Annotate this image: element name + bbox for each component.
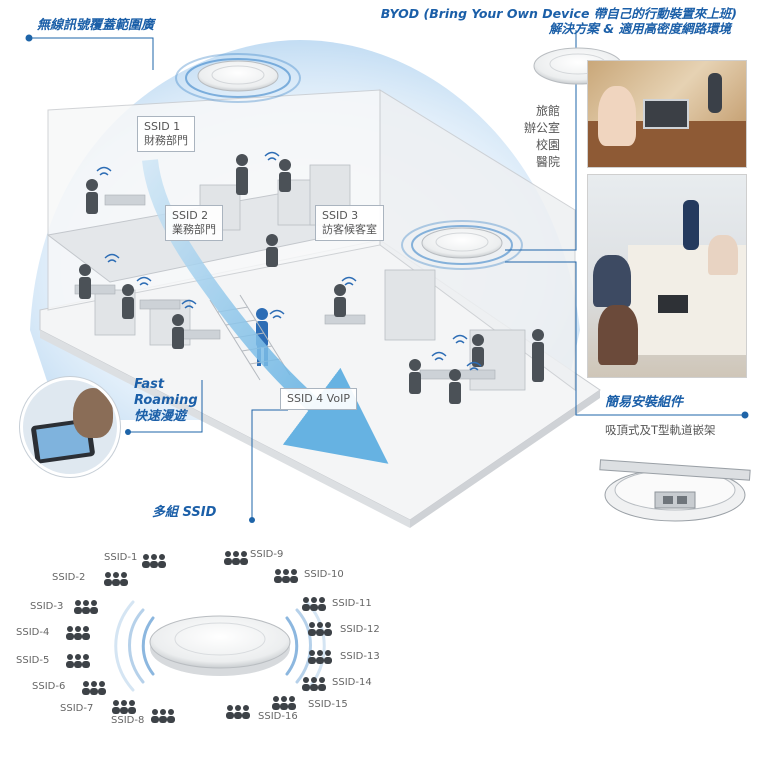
byod-title: BYOD (Bring Your Own Device 帶自己的行動裝置來上班) xyxy=(380,6,737,21)
roaming-line3: 快速漫遊 xyxy=(134,409,187,424)
user-group-icon xyxy=(270,695,298,715)
floor-edge-left xyxy=(40,330,410,528)
installation-title: 簡易安裝組件 xyxy=(605,395,684,410)
ssid-item-label: SSID-6 xyxy=(32,681,66,692)
leader-dots xyxy=(25,34,749,523)
ssid2-dept: 業務部門 xyxy=(172,223,216,236)
user-group-icon xyxy=(149,708,177,728)
person-icon xyxy=(73,388,113,438)
ssid3-label: SSID 3 訪客候客室 xyxy=(315,205,384,241)
roaming-photo xyxy=(20,377,120,477)
roaming-line2: Roaming xyxy=(134,393,198,408)
multi-ssid-title: 多組 SSID xyxy=(152,505,217,520)
place-campus: 校園 xyxy=(535,138,560,152)
attendee-figure-2 xyxy=(598,305,638,365)
meeting-photo xyxy=(587,174,747,378)
user-group-icon xyxy=(80,680,108,700)
ssid3-name: SSID 3 xyxy=(322,209,359,222)
coverage-title: 無線訊號覆蓋範圍廣 xyxy=(37,18,155,33)
roaming-line1: Fast xyxy=(134,377,165,392)
user-group-icon xyxy=(110,699,138,719)
ssid-item-label: SSID-1 xyxy=(104,552,138,563)
user-group-icon xyxy=(224,704,252,724)
tablet-on-table-icon xyxy=(658,295,688,313)
places-list: 旅館 辦公室 校園 醫院 xyxy=(520,103,560,171)
classroom-photo xyxy=(587,60,747,168)
ssid-item-label: SSID-4 xyxy=(16,627,50,638)
ssid1-label: SSID 1 財務部門 xyxy=(137,116,195,152)
place-office: 辦公室 xyxy=(523,121,560,135)
ssid-item-label: SSID-10 xyxy=(304,569,344,580)
ssid-item-label: SSID-7 xyxy=(60,703,94,714)
presenter-figure xyxy=(683,200,699,250)
user-group-icon xyxy=(306,621,334,641)
student-figure xyxy=(598,86,636,146)
ssid-item-label: SSID-5 xyxy=(16,655,50,666)
attendee-figure-1 xyxy=(593,255,631,307)
ssid2-name: SSID 2 xyxy=(172,209,209,222)
user-group-icon xyxy=(306,649,334,669)
ssid-item-label: SSID-11 xyxy=(332,598,372,609)
teacher-figure xyxy=(708,73,722,113)
attendee-figure-3 xyxy=(708,235,738,275)
mount-bracket-illustration xyxy=(599,459,751,522)
roaming-callout: Fast Roaming 快速漫遊 xyxy=(134,377,198,425)
people xyxy=(79,154,544,404)
ssid-item-label: SSID-13 xyxy=(340,651,380,662)
ssid4-label: SSID 4 VoIP xyxy=(280,388,357,410)
access-point-right xyxy=(401,220,523,270)
laptop-icon xyxy=(643,99,689,129)
ssid-item-label: SSID-14 xyxy=(332,677,372,688)
user-group-icon xyxy=(64,653,92,673)
access-point-top xyxy=(175,53,301,103)
ssid-item-label: SSID-15 xyxy=(308,699,348,710)
ssid1-name: SSID 1 xyxy=(144,120,181,133)
ssid-item-label: SSID-16 xyxy=(258,711,298,722)
installation-desc: 吸頂式及T型軌道嵌架 xyxy=(605,423,716,437)
byod-subtitle: 解決方案 & 適用高密度網路環境 xyxy=(548,21,731,36)
user-group-icon xyxy=(272,568,300,588)
leader-lines xyxy=(29,30,745,520)
place-hospital: 醫院 xyxy=(535,155,560,169)
user-group-icon xyxy=(102,571,130,591)
ssid-item-label: SSID-9 xyxy=(250,549,284,560)
floor-edge-right xyxy=(410,390,600,528)
user-group-icon xyxy=(72,599,100,619)
user-group-icon xyxy=(64,625,92,645)
user-group-icon xyxy=(222,550,250,570)
wifi-marks xyxy=(96,151,482,371)
ssid-item-label: SSID-8 xyxy=(111,715,145,726)
ssid3-dept: 訪客候客室 xyxy=(322,223,377,236)
ssid2-label: SSID 2 業務部門 xyxy=(165,205,223,241)
user-group-icon xyxy=(140,553,168,573)
place-hotel: 旅館 xyxy=(535,104,560,118)
ssid1-dept: 財務部門 xyxy=(144,134,188,147)
ssid-item-label: SSID-2 xyxy=(52,572,86,583)
ssid-item-label: SSID-3 xyxy=(30,601,64,612)
ssid-item-label: SSID-12 xyxy=(340,624,380,635)
user-group-icon xyxy=(300,596,328,616)
user-group-icon xyxy=(300,676,328,696)
